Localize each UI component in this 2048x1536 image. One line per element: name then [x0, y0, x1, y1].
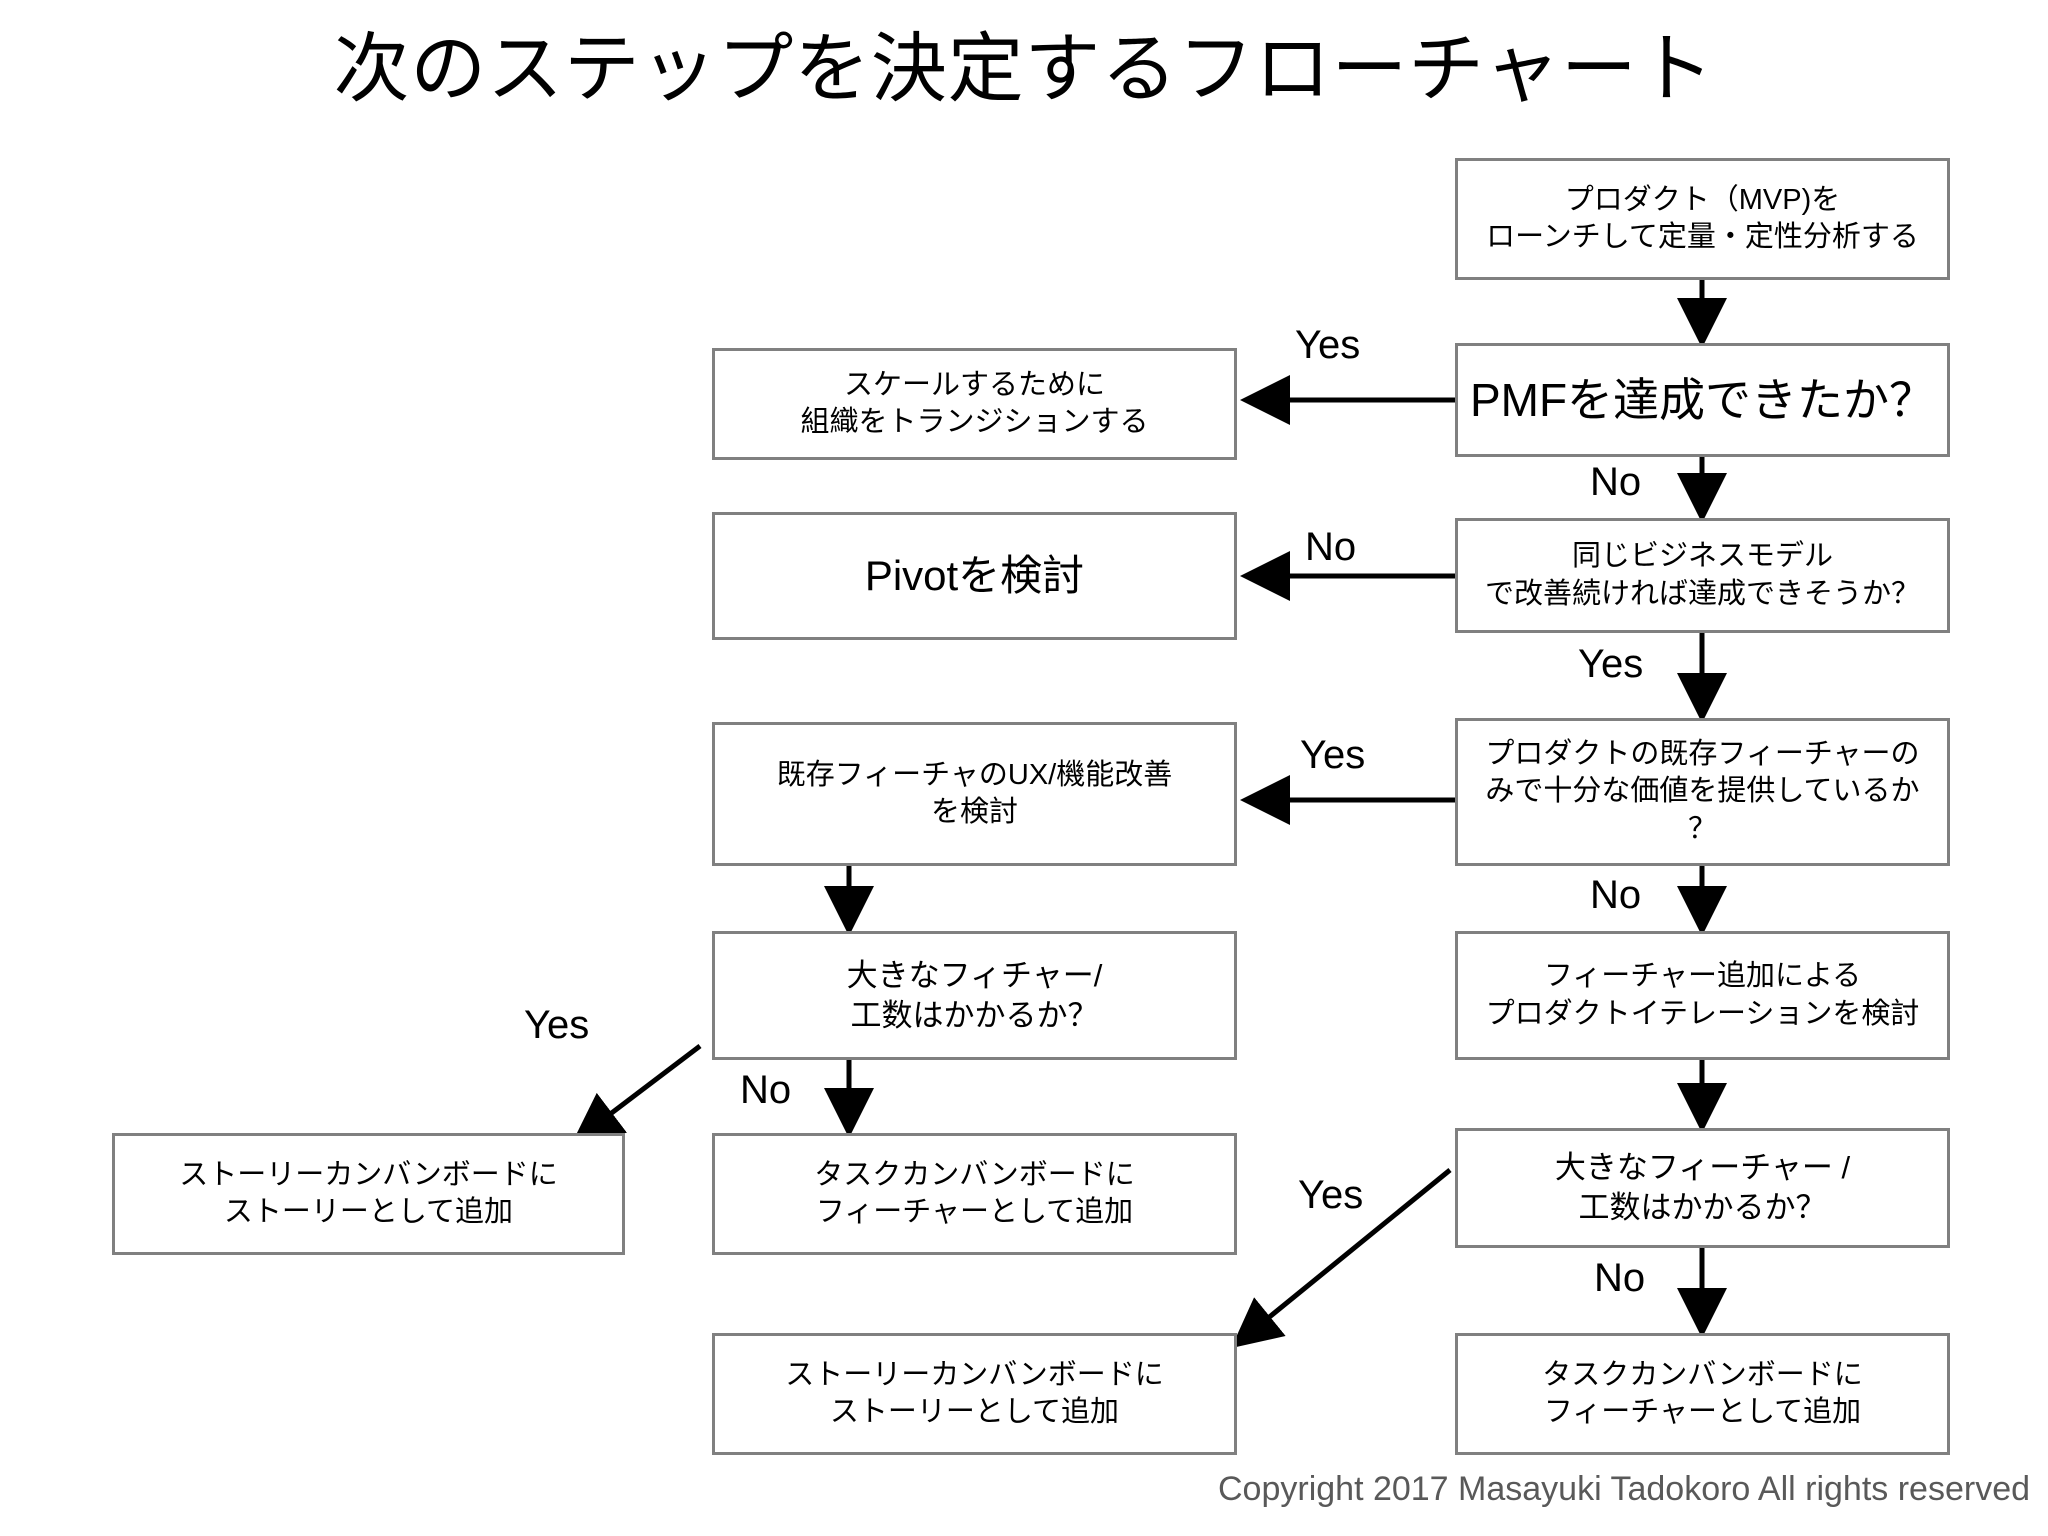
node-feature-iteration[interactable]: フィーチャー追加による プロダクトイテレーションを検討 [1455, 931, 1950, 1060]
node-scale-transition-label: スケールするために 組織をトランジションする [800, 368, 1149, 438]
edge-bigfeatureleft-yes [572, 1044, 702, 1144]
edge-label-bigfeatureleft-yes: Yes [524, 1003, 590, 1047]
page-title: 次のステップを決定するフローチャート [333, 27, 1715, 112]
edge-label-pmf-no: No [1590, 460, 1642, 504]
node-scale-transition[interactable]: スケールするために 組織をトランジションする [712, 348, 1237, 460]
node-launch-mvp-label: プロダクト（MVP)を ローンチして定量・定性分析する [1486, 183, 1919, 253]
node-launch-mvp[interactable]: プロダクト（MVP)を ローンチして定量・定性分析する [1455, 158, 1950, 280]
node-pmf-achieved-label: PMFを達成できたか？ [1469, 373, 1936, 426]
node-big-feature-right-label: 大きなフィーチャー / 工数はかかるか？ [1554, 1150, 1851, 1225]
node-task-kanban-right-label: タスクカンバンボードに フィーチャーとして追加 [1542, 1358, 1863, 1428]
node-improve-ux[interactable]: 既存フィーチャのUX/機能改善 を検討 [712, 722, 1237, 866]
edge-label-samemodel-no: No [1305, 525, 1357, 569]
node-existing-features-value-label: プロダクトの既存フィーチャーの みで十分な価値を提供しているか ？ [1485, 738, 1920, 845]
node-story-kanban-left-label: ストーリーカンバンボードに ストーリーとして追加 [179, 1158, 558, 1228]
node-task-kanban-left-label: タスクカンバンボードに フィーチャーとして追加 [814, 1158, 1135, 1228]
edge-label-samemodel-yes: Yes [1578, 642, 1644, 686]
node-big-feature-right[interactable]: 大きなフィーチャー / 工数はかかるか？ [1455, 1128, 1950, 1248]
node-task-kanban-left[interactable]: タスクカンバンボードに フィーチャーとして追加 [712, 1133, 1237, 1255]
node-story-kanban-right[interactable]: ストーリーカンバンボードに ストーリーとして追加 [712, 1333, 1237, 1455]
edge-label-pmf-yes: Yes [1295, 323, 1361, 367]
node-existing-features-value[interactable]: プロダクトの既存フィーチャーの みで十分な価値を提供しているか ？ [1455, 718, 1950, 866]
edge-label-bigfeatureright-yes: Yes [1298, 1173, 1364, 1217]
node-big-feature-left-label: 大きなフィチャー/ 工数はかかるか？ [846, 957, 1103, 1033]
node-pmf-achieved[interactable]: PMFを達成できたか？ [1455, 343, 1950, 457]
node-same-business-model[interactable]: 同じビジネスモデル で改善続ければ達成できそうか？ [1455, 518, 1950, 633]
node-big-feature-left[interactable]: 大きなフィチャー/ 工数はかかるか？ [712, 931, 1237, 1060]
node-feature-iteration-label: フィーチャー追加による プロダクトイテレーションを検討 [1485, 960, 1920, 1030]
edge-label-bigfeatureright-no: No [1594, 1256, 1646, 1300]
node-same-business-model-label: 同じビジネスモデル で改善続ければ達成できそうか？ [1484, 540, 1920, 610]
node-improve-ux-label: 既存フィーチャのUX/機能改善 を検討 [776, 758, 1173, 828]
node-task-kanban-right[interactable]: タスクカンバンボードに フィーチャーとして追加 [1455, 1333, 1950, 1455]
edge-label-existing-no: No [1590, 873, 1642, 917]
edge-label-bigfeatureleft-no: No [740, 1068, 792, 1112]
node-consider-pivot-label: Pivotを検討 [864, 552, 1085, 600]
copyright-notice: Copyright 2017 Masayuki Tadokoro All rig… [1218, 1470, 2031, 1508]
node-consider-pivot[interactable]: Pivotを検討 [712, 512, 1237, 640]
edge-label-existing-yes: Yes [1300, 733, 1366, 777]
node-story-kanban-left[interactable]: ストーリーカンバンボードに ストーリーとして追加 [112, 1133, 625, 1255]
node-story-kanban-right-label: ストーリーカンバンボードに ストーリーとして追加 [785, 1358, 1164, 1428]
